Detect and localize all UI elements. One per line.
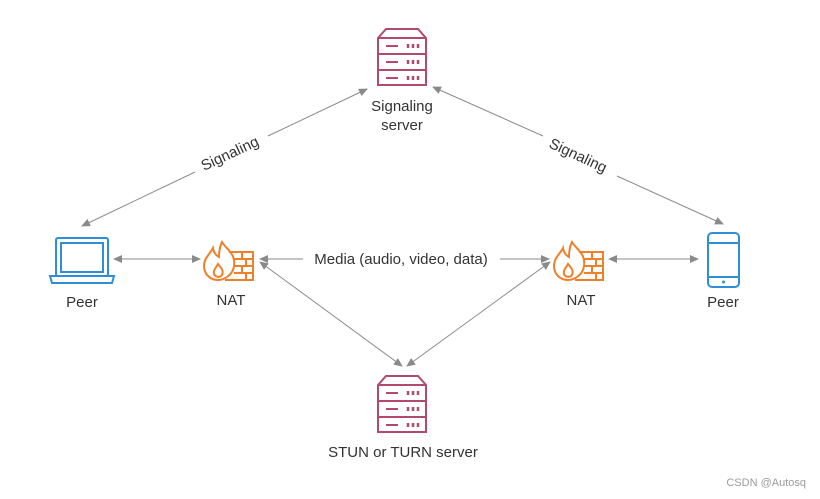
server-rack-icon — [377, 28, 427, 86]
firewall-flame-icon — [552, 239, 604, 282]
stun-turn-server-label: STUN or TURN server — [328, 444, 478, 461]
peer-left-label: Peer — [66, 294, 98, 311]
signaling-right-edge — [616, 175, 724, 225]
media-label: Media (audio, video, data) — [314, 251, 487, 268]
smartphone-icon — [707, 232, 740, 288]
signaling-right-label: Signaling — [546, 135, 609, 176]
firewall-flame-icon — [202, 239, 254, 282]
nat-right-stun-edge — [406, 261, 551, 367]
watermark: CSDN @Autosq — [726, 477, 806, 489]
laptop-icon — [48, 237, 116, 284]
signaling-right-edge-upper — [432, 86, 544, 137]
signaling-left-edge — [81, 171, 196, 227]
signaling-left-edge-upper — [267, 88, 368, 137]
peer-right-label: Peer — [707, 294, 739, 311]
signaling-left-label: Signaling — [199, 133, 262, 174]
nat-right-label: NAT — [567, 292, 596, 309]
server-rack-icon — [377, 375, 427, 433]
signaling-server-label-1: Signaling — [371, 98, 433, 115]
signaling-server-label-2: server — [381, 117, 423, 134]
nat-left-stun-edge — [259, 261, 403, 367]
nat-left-label: NAT — [217, 292, 246, 309]
